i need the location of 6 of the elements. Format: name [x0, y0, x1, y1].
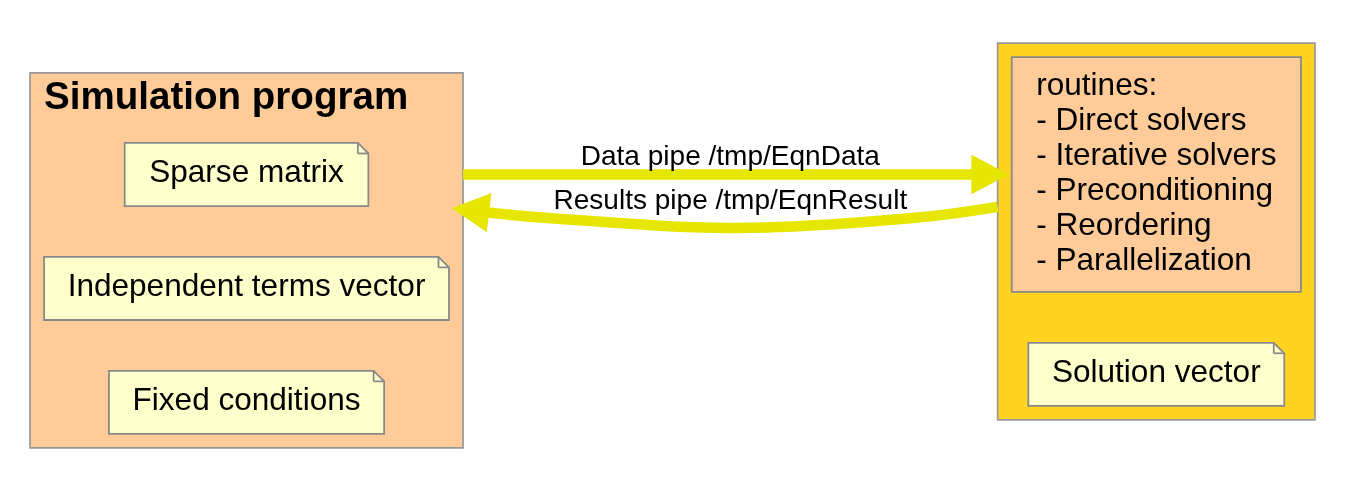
- edge-label: Data pipe /tmp/EqnData: [580, 140, 880, 172]
- node-box: routines: - Direct solvers - Iterative solvers - Preconditioning - Reordering - Parallelization: [1010, 56, 1302, 293]
- edge-label: Results pipe /tmp/EqnResult: [553, 184, 908, 216]
- arrow: [451, 193, 999, 234]
- cluster: [996, 42, 1316, 421]
- arrow: [463, 154, 1009, 195]
